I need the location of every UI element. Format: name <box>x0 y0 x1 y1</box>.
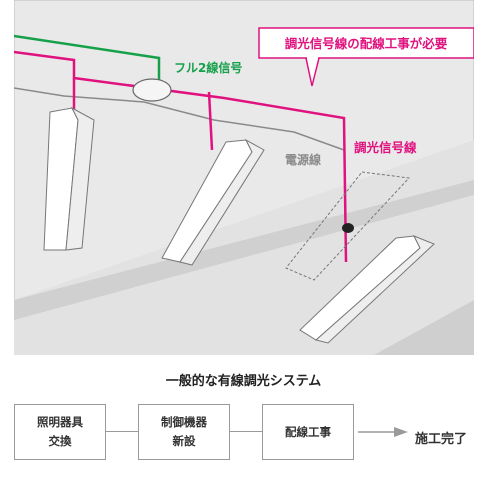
dimming-signal-line-drop-2 <box>207 91 214 151</box>
flow-connector-2 <box>230 431 262 432</box>
diagram-caption: 一般的な有線調光システム <box>165 374 322 389</box>
flow-connector-1 <box>106 431 138 432</box>
flow-result: 施工完了 <box>415 432 468 447</box>
old-fixture-outline <box>285 171 411 281</box>
flow-step-wiring-work: 配線工事 <box>262 404 354 460</box>
flow-step-2-line-1: 制御機器 <box>161 415 207 429</box>
callout: 調光信号線の配線工事が必要 <box>258 27 474 87</box>
flow-step-1-line-2: 交換 <box>48 434 72 448</box>
flow-step-2-line-2: 新設 <box>172 434 196 448</box>
flow-step-fixture-replacement: 照明器具 交換 <box>14 404 106 460</box>
arrow-right-icon <box>358 427 408 437</box>
power-line-label: 電源線 <box>285 152 321 167</box>
control-device <box>132 78 172 102</box>
callout-text: 調光信号線の配線工事が必要 <box>285 36 448 51</box>
wall-corner <box>374 300 474 355</box>
power-line <box>14 87 345 151</box>
flow-step-1-line-1: 照明器具 <box>37 415 83 429</box>
light-fixture-1 <box>43 106 95 251</box>
ceiling-beam <box>14 180 474 320</box>
flow-step-3-line-1: 配線工事 <box>285 424 331 439</box>
ceiling-illustration: 調光信号線の配線工事が必要 フル2線信号 調光信号線 電源線 <box>14 0 474 355</box>
dimming-signal-label: 調光信号線 <box>354 140 417 155</box>
full2-signal-label: フル2線信号 <box>174 60 242 75</box>
full2-signal-line <box>14 34 161 85</box>
flow-step-control-device: 制御機器 新設 <box>138 404 230 460</box>
light-fixture-3 <box>299 235 435 344</box>
ceiling-hole <box>342 223 354 233</box>
light-fixture-2 <box>161 138 265 266</box>
